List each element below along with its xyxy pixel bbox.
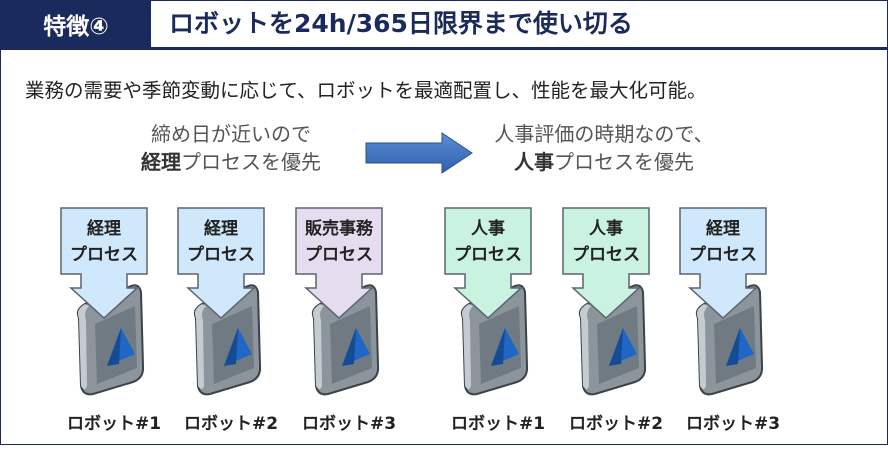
server-side bbox=[461, 304, 473, 389]
left-caption-line2: 経理プロセスを優先 bbox=[126, 148, 336, 176]
left-caption-rest: プロセスを優先 bbox=[181, 150, 321, 174]
left-caption-bold: 経理 bbox=[141, 150, 181, 174]
robot-unit: 人事プロセス bbox=[551, 206, 661, 456]
task-label-line2: プロセス bbox=[305, 244, 373, 265]
feature-badge: 特徴④ bbox=[1, 1, 151, 47]
server-side bbox=[579, 304, 591, 389]
task-callout bbox=[444, 207, 532, 320]
right-caption-bold: 人事 bbox=[514, 150, 554, 174]
task-label-line2: プロセス bbox=[454, 244, 522, 265]
robot-illustration: 経理プロセス bbox=[177, 207, 265, 396]
robot-logo-shade bbox=[609, 328, 623, 366]
robot-illustration: 経理プロセス bbox=[60, 207, 148, 396]
left-caption: 締め日が近いので 経理プロセスを優先 bbox=[126, 120, 336, 176]
task-callout bbox=[679, 207, 767, 320]
task-label-line1: 販売事務 bbox=[305, 218, 374, 239]
server-side bbox=[77, 304, 89, 389]
robot-logo-shade bbox=[726, 328, 740, 366]
task-label-line1: 人事 bbox=[589, 219, 623, 239]
task-label-line2: プロセス bbox=[70, 244, 138, 265]
right-caption-line1: 人事評価の時期なので、 bbox=[494, 122, 714, 146]
robot-unit: 人事プロセス bbox=[433, 206, 543, 456]
robot-unit: 経理プロセス bbox=[668, 206, 778, 456]
robot-name-label: ロボット#3 bbox=[686, 414, 781, 434]
task-callout bbox=[295, 207, 383, 320]
task-label-line2: プロセス bbox=[689, 244, 757, 265]
task-callout bbox=[562, 207, 650, 320]
robot-logo-shade bbox=[224, 328, 238, 366]
robot-logo-shade bbox=[107, 328, 121, 366]
task-callout bbox=[177, 207, 265, 320]
server-side bbox=[194, 304, 206, 389]
right-arrow-icon bbox=[365, 132, 473, 174]
robot-unit: 販売事務プロセス bbox=[284, 206, 394, 456]
task-callout bbox=[60, 207, 148, 320]
slide-frame: 特徴④ ロボットを24h/365日限界まで使い切る 業務の需要や季節変動に応じて… bbox=[0, 0, 888, 445]
right-caption-line2: 人事プロセスを優先 bbox=[479, 148, 729, 176]
task-label-line1: 人事 bbox=[471, 219, 505, 239]
server-side bbox=[312, 304, 324, 389]
server-side bbox=[696, 304, 708, 389]
robot-illustration: 人事プロセス bbox=[562, 207, 650, 396]
header-bar: 特徴④ ロボットを24h/365日限界まで使い切る bbox=[1, 1, 887, 50]
task-label-line1: 経理 bbox=[204, 218, 238, 239]
task-label-line1: 経理 bbox=[87, 218, 121, 239]
robot-illustration: 経理プロセス bbox=[679, 207, 767, 396]
robot-name-label: ロボット#1 bbox=[67, 414, 162, 434]
task-label-line2: プロセス bbox=[187, 244, 255, 265]
robot-name-label: ロボット#2 bbox=[184, 414, 279, 434]
robot-illustration: 人事プロセス bbox=[444, 207, 532, 396]
robot-logo-shade bbox=[342, 328, 356, 366]
task-label-line2: プロセス bbox=[572, 244, 640, 265]
robot-name-label: ロボット#2 bbox=[569, 414, 664, 434]
robot-logo-shade bbox=[491, 328, 505, 366]
lead-text: 業務の需要や季節変動に応じて、ロボットを最適配置し、性能を最大化可能。 bbox=[25, 79, 707, 102]
robot-unit: 経理プロセス bbox=[49, 206, 159, 456]
right-caption-rest: プロセスを優先 bbox=[554, 150, 694, 174]
slide-title: ロボットを24h/365日限界まで使い切る bbox=[169, 9, 633, 38]
robot-unit: 経理プロセス bbox=[166, 206, 276, 456]
robot-name-label: ロボット#1 bbox=[451, 414, 546, 434]
robot-name-label: ロボット#3 bbox=[302, 414, 397, 434]
task-label-line1: 経理 bbox=[706, 218, 740, 239]
left-caption-line1: 締め日が近いので bbox=[151, 122, 311, 146]
right-caption: 人事評価の時期なので、 人事プロセスを優先 bbox=[479, 120, 729, 176]
